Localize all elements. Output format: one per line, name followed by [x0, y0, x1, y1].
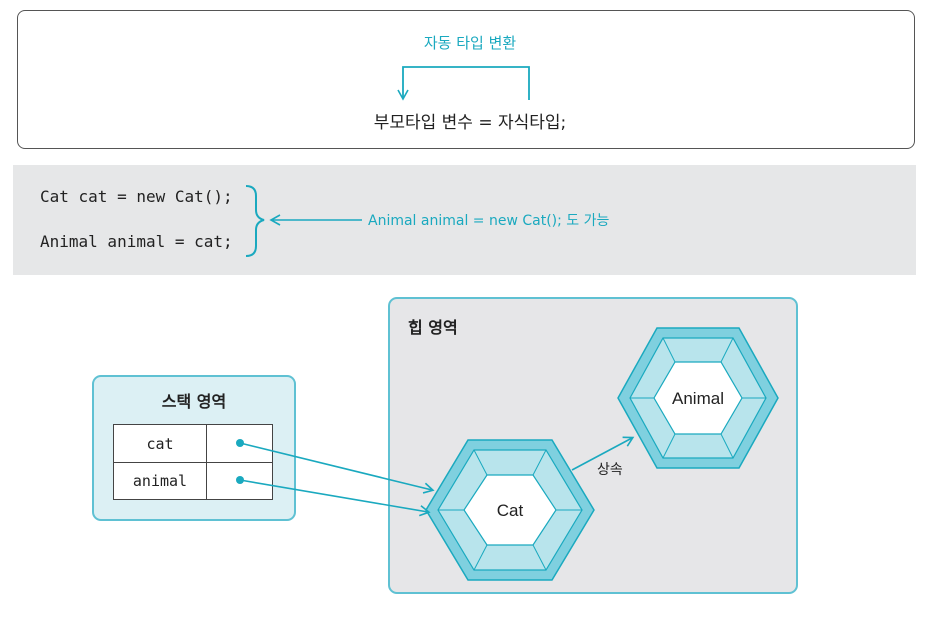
cat-object-label: Cat — [497, 501, 524, 520]
heap-area-title: 힙 영역 — [408, 318, 458, 337]
code-band — [13, 165, 916, 275]
stack-var-animal: animal — [114, 462, 207, 499]
formula-box — [17, 10, 915, 149]
stack-row-cat: cat — [114, 425, 272, 463]
inheritance-label: 상속 — [597, 462, 623, 478]
stack-row-animal: animal — [114, 462, 272, 499]
animal-object: Animal — [617, 327, 779, 469]
cat-reference-arrow — [239, 442, 435, 494]
code-note: Animal animal = new Cat(); 도 가능 — [368, 213, 610, 229]
inheritance-arrow — [571, 436, 635, 471]
type-conversion-formula: 부모타입 변수 = 자식타입; — [373, 113, 567, 133]
stack-area-title: 스택 영역 — [161, 392, 227, 411]
animal-reference-arrow — [239, 479, 431, 517]
code-line-1: Cat cat = new Cat(); — [40, 187, 233, 206]
code-line-2: Animal animal = cat; — [40, 232, 233, 251]
stack-table: cat animal — [113, 424, 273, 500]
code-brace — [245, 185, 265, 257]
stack-var-cat: cat — [114, 425, 207, 462]
cat-object: Cat — [425, 439, 595, 581]
conversion-bracket-arrow — [397, 66, 530, 101]
auto-conversion-label: 자동 타입 변환 — [423, 34, 517, 52]
animal-object-label: Animal — [672, 389, 724, 408]
